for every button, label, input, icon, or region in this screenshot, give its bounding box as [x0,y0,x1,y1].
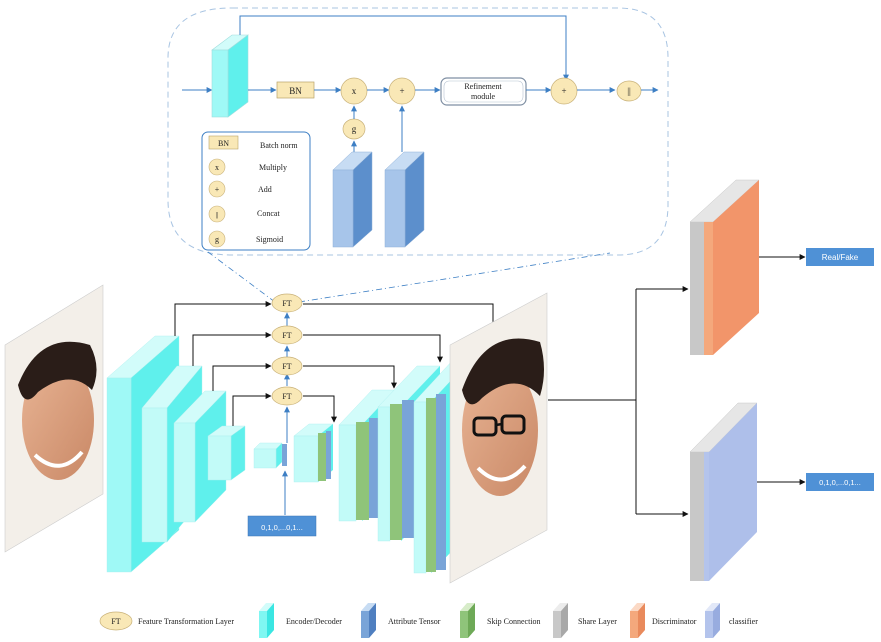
legend-skip-icon [460,603,475,638]
legend-symbol-add: + [215,185,220,194]
legend-add-icon [208,180,226,198]
legend-discriminator-label: Discriminator [652,617,697,626]
legend-bn-box [208,135,239,150]
add-label-1: + [399,86,404,96]
refinement-module-box [440,77,527,106]
legend-label-batch-norm: Batch norm [260,141,298,150]
attribute-input-label: 0,1,0,...0,1... [261,523,303,532]
discriminator-block [689,179,760,355]
legend-encoder-icon [259,603,274,638]
class-output-label: 0,1,0,...0,1... [819,478,861,487]
refinement-label-line1: Refinement [464,82,502,91]
input-face-image [4,284,104,553]
legend-sigmoid-icon [208,230,226,248]
legend-concat-icon [208,205,226,223]
bottleneck-layer [253,442,287,469]
attribute-input-box [247,515,317,537]
decoder-layer-1 [293,423,334,483]
ft-node-1-label: FT [282,299,291,308]
ft-node-2 [271,325,303,345]
real-fake-output-label: Real/Fake [822,253,859,262]
sigmoid-label: g [352,124,357,134]
attribute-tensor-a [332,151,373,248]
legend-label-concat: Concat [257,209,280,218]
ft-skip-connections: FT FT FT FT [174,293,496,443]
ft-node-4-label: FT [282,392,291,401]
decoder [293,359,471,574]
ft-node-4 [271,386,303,406]
concat-node [616,80,642,102]
legend-classifier-icon [705,603,720,638]
legend-share-label: Share Layer [578,617,617,626]
legend-skip-label: Skip Connection [487,617,541,626]
legend-label-sigmoid: Sigmoid [256,235,283,244]
ft-detail-outline [167,7,669,256]
ft-node-1 [271,293,303,313]
bottom-legend: FT Feature Transformation Layer Encoder/… [99,603,758,638]
ft-node-3 [271,356,303,376]
add-node-2 [550,77,578,105]
legend-classifier-label: classifier [729,617,758,626]
add-label-2: + [561,86,566,96]
output-face-image [449,292,548,584]
class-output-box [806,473,874,491]
legend-symbol-multiply: x [215,163,219,172]
legend-symbol-concat: || [216,211,219,219]
ft-node-2-label: FT [282,331,291,340]
bn-label: BN [289,86,302,96]
legend-attribute-icon [361,603,376,638]
legend-symbol-bn: BN [218,139,229,148]
legend-ft-symbol: FT [111,617,120,626]
legend-discriminator-icon [630,603,645,638]
attribute-tensor-b [384,151,425,248]
symbol-legend: BN Batch norm x Multiply + Add || Concat… [201,131,311,251]
concat-label: || [627,86,631,96]
multiply-label: x [352,86,357,96]
legend-attribute-label: Attribute Tensor [388,617,441,626]
legend-multiply-icon [208,158,226,176]
legend-share-icon [553,603,568,638]
ft-input-tensor [211,34,249,118]
ft-detail-panel: BN x g + Refinement module + [167,7,669,256]
add-node-1 [388,77,416,105]
ft-node-3-label: FT [282,362,291,371]
legend-symbol-sigmoid: g [215,235,219,244]
legend-ft-label: Feature Transformation Layer [138,617,234,626]
multiply-node [340,77,368,105]
encoder [106,335,287,573]
legend-label-add: Add [258,185,272,194]
encoder-layer-4 [207,425,246,481]
branch-lines [548,286,689,517]
refinement-label-line2: module [471,92,495,101]
real-fake-output-box [806,248,874,266]
legend-encoder-label: Encoder/Decoder [286,617,342,626]
legend-ft-icon [99,611,133,631]
classifier-block [689,402,758,581]
legend-label-multiply: Multiply [259,163,287,172]
